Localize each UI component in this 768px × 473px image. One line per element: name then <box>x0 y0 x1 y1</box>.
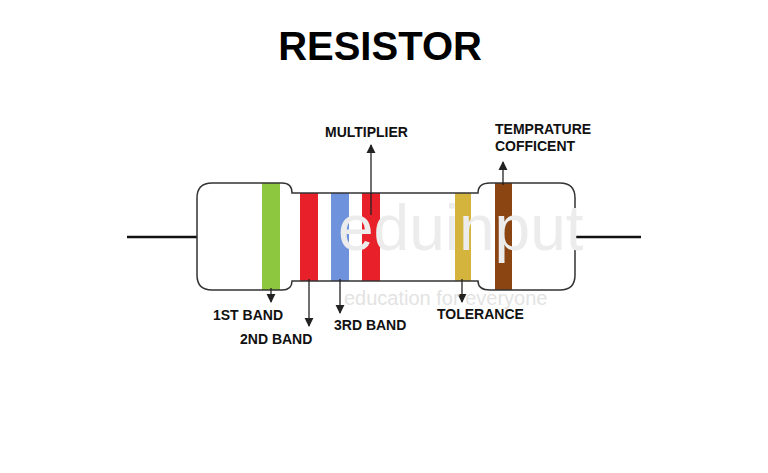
leader-arrow <box>308 279 309 326</box>
lead-wire <box>127 236 197 239</box>
leader-arrow <box>270 288 271 302</box>
lead-wire <box>575 236 641 239</box>
leader-arrow <box>339 279 340 313</box>
leader-arrow <box>502 162 503 185</box>
band-label: 1ST BAND <box>213 307 283 324</box>
band-label: MULTIPLIER <box>325 124 408 141</box>
band-red <box>300 180 318 295</box>
band-label: TOLERANCE <box>437 306 524 323</box>
band-label: 3RD BAND <box>334 317 406 334</box>
band-label: 2ND BAND <box>240 331 312 348</box>
band-green <box>262 180 280 295</box>
title: RESISTOR <box>0 22 764 70</box>
band-label: TEMPRATURE COFFICENT <box>495 121 591 155</box>
watermark: eduinput <box>338 190 584 267</box>
